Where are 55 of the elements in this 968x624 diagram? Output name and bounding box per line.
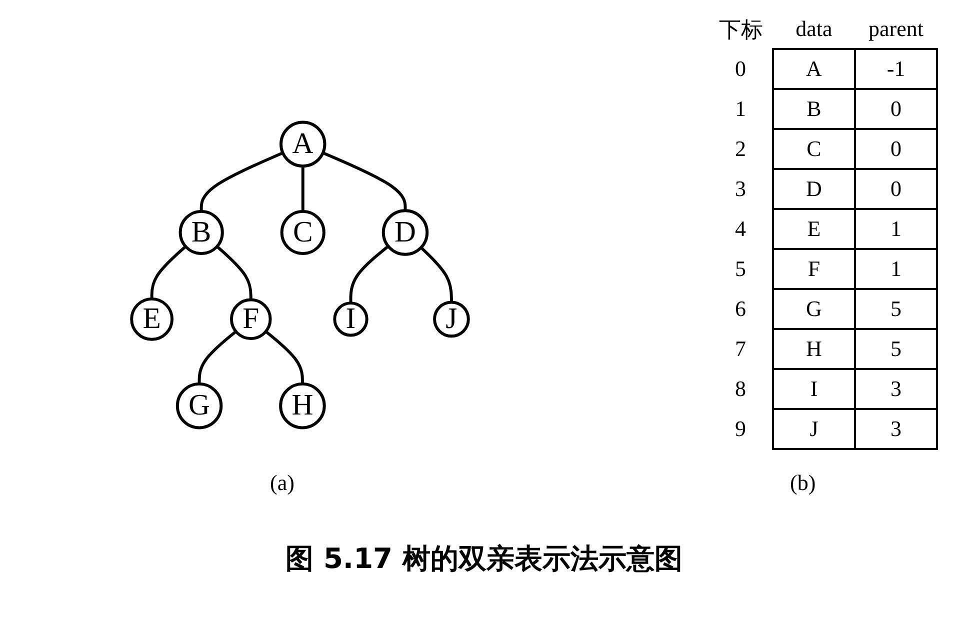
- row-index: 0: [709, 49, 773, 89]
- tree-edge: [200, 152, 284, 212]
- subfigure-label: (b): [790, 470, 816, 496]
- row-index: 7: [709, 329, 773, 369]
- tree-node-circle: F: [230, 298, 272, 340]
- table-cell: F: [773, 249, 855, 289]
- column-header: 下标: [709, 10, 773, 49]
- table-cell: 1: [855, 249, 937, 289]
- table-cell: H: [773, 329, 855, 369]
- tree-node-circle: H: [279, 382, 326, 430]
- table-cell: 0: [855, 89, 937, 129]
- row-index: 9: [709, 409, 773, 449]
- row-index: 6: [709, 289, 773, 329]
- tree-edge: [322, 151, 407, 211]
- table-cell: 5: [855, 329, 937, 369]
- column-header: data: [773, 10, 855, 49]
- table-cell: 0: [855, 129, 937, 169]
- tree-node-circle: D: [382, 209, 429, 256]
- table-cell: 3: [855, 409, 937, 449]
- row-index: 8: [709, 369, 773, 409]
- table-cell: G: [773, 289, 855, 329]
- column-header: parent: [855, 10, 937, 49]
- tree-edge: [150, 245, 187, 299]
- tree-edge: [264, 330, 304, 384]
- figure-caption: 图 5.17 树的双亲表示法示意图: [284, 541, 684, 577]
- row-index: 5: [709, 249, 773, 289]
- tree-node-circle: J: [433, 300, 470, 338]
- table-cell: D: [773, 169, 855, 209]
- tree-edge: [349, 245, 390, 304]
- subfigure-label: (a): [270, 470, 294, 496]
- tree-edge: [301, 166, 304, 212]
- table-cell: C: [773, 129, 855, 169]
- tree-edge: [420, 246, 453, 302]
- tree-node-circle: B: [178, 210, 224, 256]
- table-cell: B: [773, 89, 855, 129]
- tree-node-circle: I: [333, 302, 368, 337]
- tree-node-circle: E: [130, 297, 174, 341]
- table-cell: A: [773, 49, 855, 89]
- table-cell: 1: [855, 209, 937, 249]
- table-cell: -1: [855, 49, 937, 89]
- tree-node-circle: C: [280, 210, 326, 256]
- tree-node-circle: G: [176, 382, 223, 430]
- table-cell: 3: [855, 369, 937, 409]
- row-index: 1: [709, 89, 773, 129]
- tree-edge: [198, 330, 237, 384]
- tree-edge: [216, 245, 252, 300]
- table-cell: 0: [855, 169, 937, 209]
- table-cell: E: [773, 209, 855, 249]
- table-cell: 5: [855, 289, 937, 329]
- row-index: 2: [709, 129, 773, 169]
- table-cell: I: [773, 369, 855, 409]
- table-cell: J: [773, 409, 855, 449]
- row-index: 3: [709, 169, 773, 209]
- tree-node-circle: A: [280, 120, 326, 168]
- row-index: 4: [709, 209, 773, 249]
